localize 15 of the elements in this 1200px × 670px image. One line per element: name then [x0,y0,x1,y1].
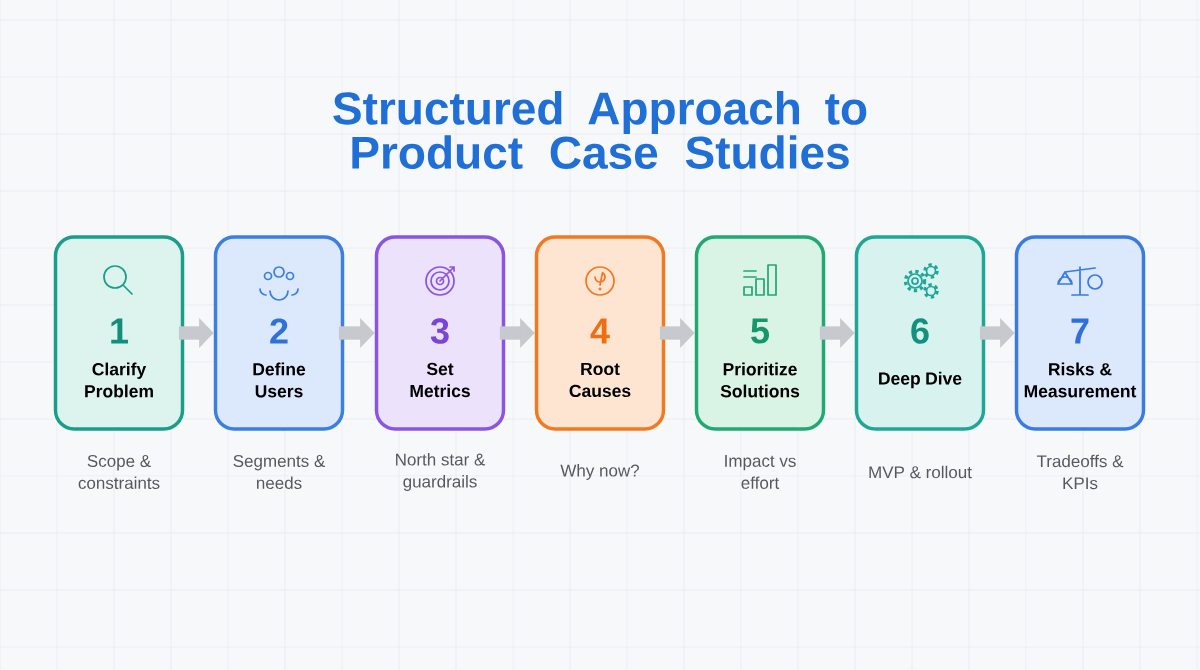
step-note: Impact vs effort [725,455,796,489]
step-box: 4 Root Causes [534,235,666,431]
step-note: MVP & rollout [869,465,972,479]
step-box: 6 Deep Dive [854,235,986,431]
step-note: Why now? [560,464,640,480]
step-note: Tradeoffs & KPIs [1036,454,1124,490]
step-box: 7 Risks & Measurement [1014,235,1146,431]
step-box: 2 Define Users [213,235,345,431]
step-note: Segments & needs [233,454,326,489]
step-note: Scope & constraints [78,454,160,489]
step-box: 3 Set Metrics [374,235,506,431]
step-note: North star & guardrails [396,453,486,491]
step-box: 1 Clarify Problem [53,235,185,431]
step-box: 5 Prioritize Solutions [694,235,826,431]
title: Structured Approach to Product Case Studies [333,91,867,169]
